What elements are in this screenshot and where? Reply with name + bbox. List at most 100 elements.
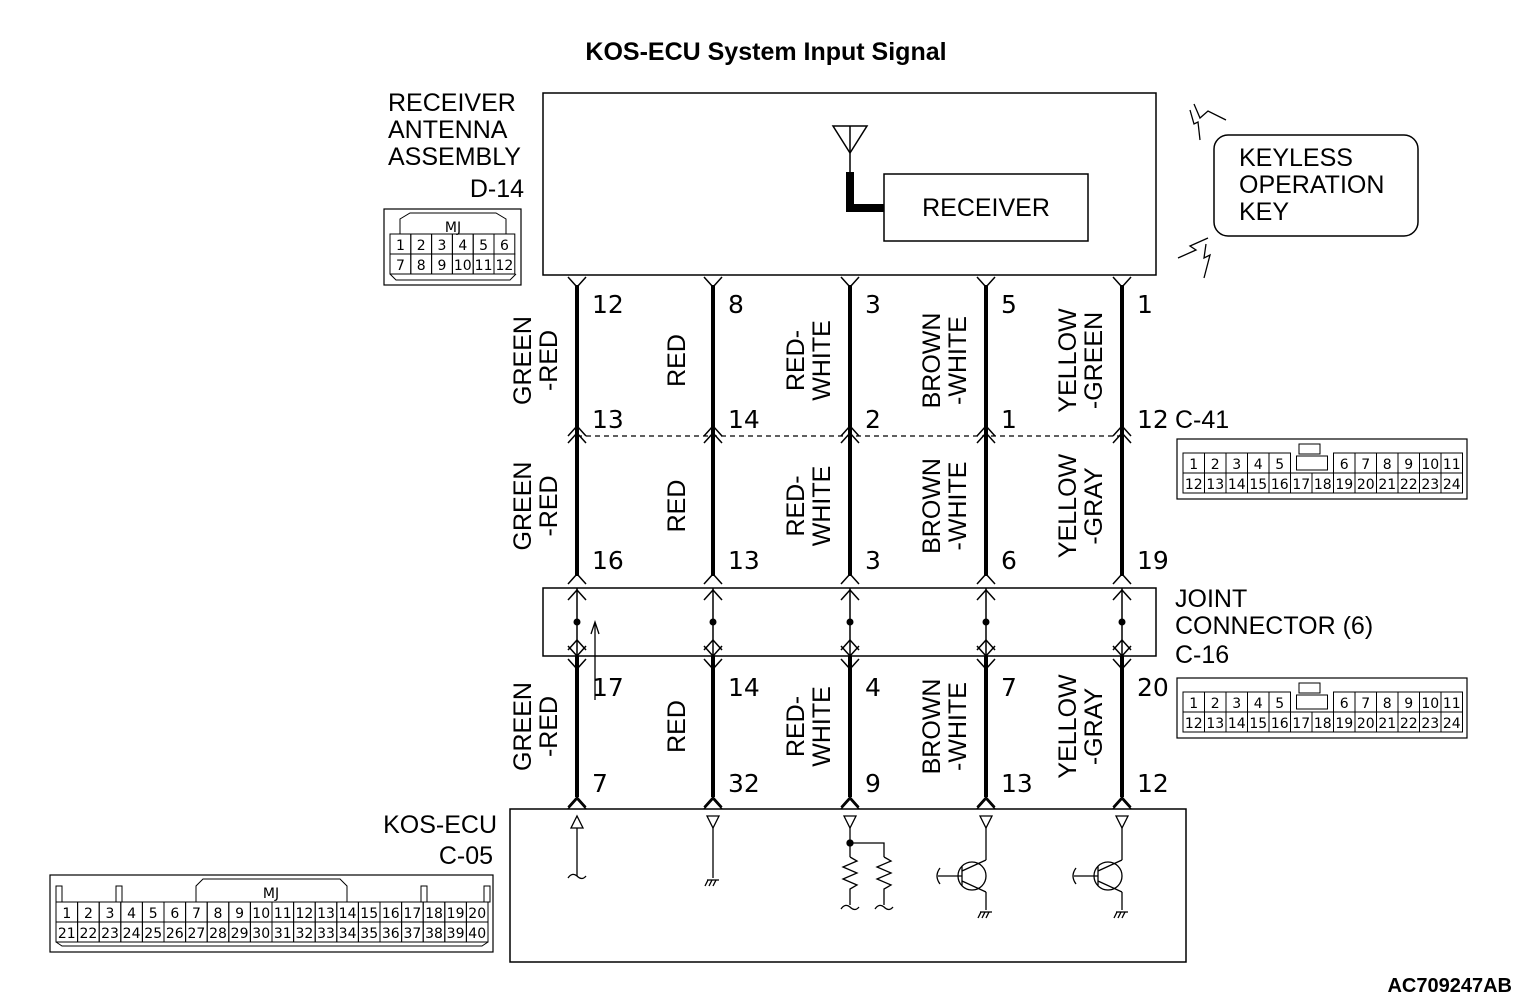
- pin-number-bottom: 13: [1001, 769, 1033, 798]
- pin-number-top: 14: [728, 673, 760, 702]
- wire-color-text: YELLOW: [1054, 453, 1082, 558]
- connector-terminal-icon: [567, 431, 587, 444]
- cavity-number: 22: [1400, 716, 1418, 732]
- cavity-number: 18: [1314, 477, 1332, 493]
- cavity-number: 15: [360, 906, 378, 922]
- cavity-number: 4: [458, 238, 467, 254]
- cavity-number: 20: [468, 906, 486, 922]
- wire-color-text: BROWN: [918, 313, 946, 409]
- connector-terminal-icon: [1112, 431, 1132, 444]
- wire-color-text: GREEN: [509, 682, 537, 771]
- splice-point-icon: [573, 618, 581, 626]
- pin-number-bottom: 14: [728, 405, 760, 434]
- wire-color-text: GREEN: [509, 462, 537, 551]
- transistor-icon: [936, 815, 994, 919]
- pin-number-top: 5: [1001, 290, 1017, 319]
- wire-color-label: GREEN-RED: [509, 316, 563, 405]
- cavity-number: 19: [447, 906, 465, 922]
- cavity-number: 29: [231, 926, 249, 942]
- cavity-number: 32: [295, 926, 313, 942]
- cavity-number: 39: [447, 926, 465, 942]
- connector-terminal-icon: [1112, 795, 1132, 808]
- joint-connector-label-1: JOINT: [1175, 585, 1247, 613]
- cavity-number: 17: [403, 906, 421, 922]
- cavity-number: 15: [1249, 716, 1267, 732]
- splice-point-icon: [1118, 618, 1126, 626]
- wire-color-label: YELLOW-GRAY: [1054, 674, 1108, 779]
- connector-terminal-icon: [703, 795, 723, 808]
- ecu-internal-circuits: [567, 814, 1130, 919]
- connector-terminal-icon: [567, 276, 587, 289]
- cavity-number: 13: [317, 906, 335, 922]
- key-slot: [1296, 694, 1328, 710]
- connector-terminal-icon: [976, 658, 996, 671]
- pin-number-top: 8: [728, 290, 744, 319]
- wire-color-label: GREEN-RED: [509, 462, 563, 551]
- connector-terminal-icon: [840, 588, 860, 601]
- cavity-number: 8: [214, 906, 223, 922]
- wire-color-text: WHITE: [808, 686, 836, 767]
- connector-terminal-icon: [976, 795, 996, 808]
- cavity-number: 22: [79, 926, 97, 942]
- wire-color-text: RED: [663, 700, 691, 753]
- joint-connector-label-2: CONNECTOR (6): [1175, 612, 1373, 640]
- cavity-number: 4: [127, 906, 136, 922]
- connector-terminal-icon: [840, 797, 860, 810]
- cavity-number: 34: [339, 926, 357, 942]
- wire-color-text: -GRAY: [1080, 688, 1108, 766]
- connector-cavity: [465, 921, 489, 943]
- c41-connector-id: C-41: [1175, 406, 1229, 434]
- splice-point-icon: [982, 618, 990, 626]
- wire-color-text: WHITE: [808, 466, 836, 547]
- cavity-number: 2: [417, 238, 426, 254]
- wire-color-label: RED: [663, 334, 691, 387]
- receiver-block-label: RECEIVER: [922, 194, 1050, 222]
- cavity-number: 9: [235, 906, 244, 922]
- pin-number-top: 3: [865, 290, 881, 319]
- diagram-title: KOS-ECU System Input Signal: [585, 38, 946, 66]
- pin-number-top: 12: [592, 290, 624, 319]
- cavity-number: 23: [101, 926, 119, 942]
- connector-terminal-icon: [703, 658, 723, 671]
- connector-terminal-icon: [976, 638, 996, 651]
- pin-number-bottom: 7: [592, 769, 608, 798]
- connector-terminal-icon: [840, 638, 860, 651]
- wire-color-label: RED-WHITE: [782, 466, 836, 547]
- pin-number-top: 17: [592, 673, 624, 702]
- transistor-icon: [1072, 815, 1130, 919]
- cavity-number: 16: [1271, 716, 1289, 732]
- connector-terminal-icon: [976, 276, 996, 289]
- joint-connector-splice: [703, 588, 723, 658]
- cavity-number: 10: [454, 258, 472, 274]
- cavity-number: 3: [1232, 696, 1241, 712]
- pin-number-bottom: 13: [728, 546, 760, 575]
- receiver-label-line-1: RECEIVER: [388, 89, 516, 117]
- cavity-number: 17: [1292, 716, 1310, 732]
- cavity-number: 31: [274, 926, 292, 942]
- cavity-number: 7: [1361, 457, 1370, 473]
- cavity-number: 12: [495, 258, 513, 274]
- cavity-number: 5: [479, 238, 488, 254]
- wire-color-label: RED-WHITE: [782, 320, 836, 401]
- connector-terminal-icon: [840, 424, 860, 437]
- connector-terminal-icon: [840, 795, 860, 808]
- cavity-number: 24: [1443, 716, 1461, 732]
- cavity-number: 21: [1378, 716, 1396, 732]
- cavity-number: 9: [1404, 457, 1413, 473]
- connector-terminal-icon: [703, 276, 723, 289]
- cavity-number: 23: [1421, 716, 1439, 732]
- kos-ecu-box: [509, 808, 1187, 963]
- cavity-number: 5: [149, 906, 158, 922]
- cavity-number: 10: [1421, 696, 1439, 712]
- wire-color-text: RED: [663, 480, 691, 533]
- wire-color-text: BROWN: [918, 458, 946, 554]
- wire-color-text: -RED: [535, 475, 563, 536]
